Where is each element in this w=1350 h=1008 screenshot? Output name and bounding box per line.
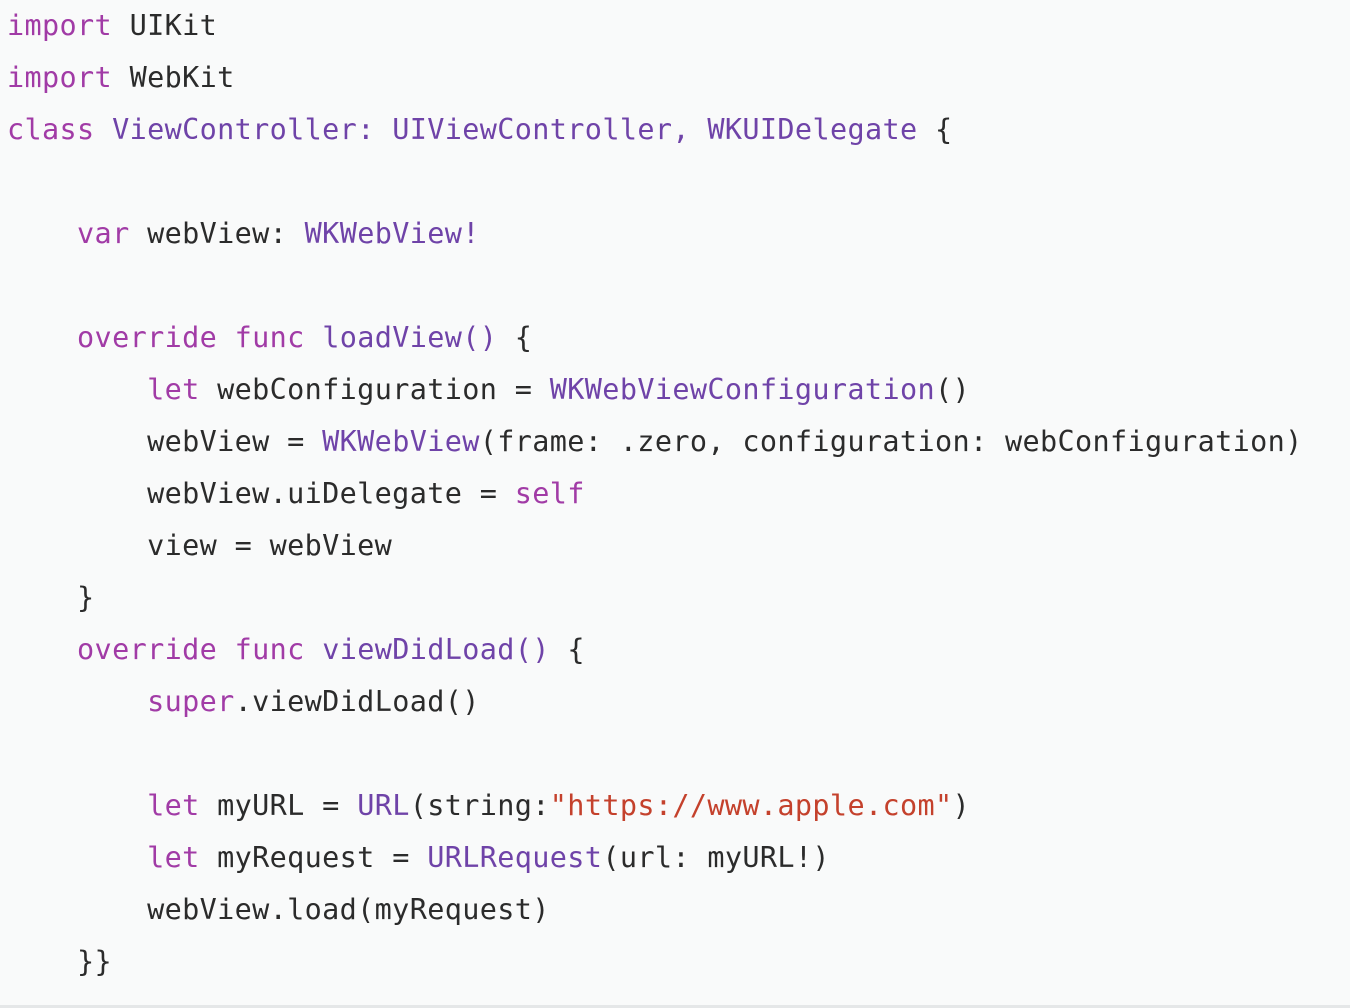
code-token-plain: ): [952, 789, 971, 822]
code-token-plain: webView:: [129, 217, 305, 250]
code-token-plain: webConfiguration =: [199, 373, 550, 406]
code-token-plain: [7, 685, 147, 718]
code-token-plain: (string:: [409, 789, 550, 822]
code-token-keyword: func: [234, 633, 305, 666]
code-token-plain: myRequest =: [199, 841, 428, 874]
code-token-keyword: let: [147, 373, 200, 406]
code-line: class ViewController: UIViewController, …: [7, 104, 1303, 156]
code-line: import UIKit: [7, 0, 1303, 52]
code-line: super.viewDidLoad(): [7, 676, 1303, 728]
code-token-keyword: override: [77, 633, 218, 666]
code-line: view = webView: [7, 520, 1303, 572]
code-token-plain: }: [7, 581, 95, 614]
code-token-plain: [305, 321, 323, 354]
code-token-plain: [7, 373, 147, 406]
code-token-type: URL: [357, 789, 410, 822]
code-token-plain: UIKit: [112, 9, 218, 42]
code-token-plain: (url: myURL!): [602, 841, 830, 874]
code-line: override func viewDidLoad() {: [7, 624, 1303, 676]
code-token-plain: {: [497, 321, 533, 354]
code-token-plain: view = webView: [7, 529, 393, 562]
code-token-type: ViewController: [112, 113, 358, 146]
code-token-plain: myURL =: [199, 789, 358, 822]
code-token-plain: (frame: .zero, configuration: webConfigu…: [479, 425, 1303, 458]
code-token-plain: [7, 841, 147, 874]
code-token-plain: .viewDidLoad(): [234, 685, 480, 718]
code-line: webView.uiDelegate = self: [7, 468, 1303, 520]
code-token-plain: (): [934, 373, 970, 406]
code-token-plain: [7, 633, 77, 666]
code-token-type: WKWebView: [322, 425, 480, 458]
code-line: import WebKit: [7, 52, 1303, 104]
code-token-keyword: let: [147, 789, 200, 822]
code-line: webView.load(myRequest): [7, 884, 1303, 936]
code-token-plain: WebKit: [112, 61, 235, 94]
code-line: override func loadView() {: [7, 312, 1303, 364]
code-token-type: viewDidLoad(): [322, 633, 550, 666]
code-line: [7, 260, 1303, 312]
code-token-keyword: override: [77, 321, 218, 354]
code-line: [7, 156, 1303, 208]
code-token-string: "https://www.apple.com": [549, 789, 953, 822]
code-token-plain: webView.uiDelegate =: [7, 477, 515, 510]
code-token-plain: [217, 321, 235, 354]
code-token-plain: [305, 633, 323, 666]
code-token-keyword: class: [7, 113, 95, 146]
code-token-plain: webView.load(myRequest): [7, 893, 550, 926]
code-line: [7, 728, 1303, 780]
code-token-plain: [217, 633, 235, 666]
code-token-plain: {: [917, 113, 953, 146]
code-line: }}: [7, 936, 1303, 988]
code-token-plain: {: [549, 633, 585, 666]
code-token-plain: [7, 789, 147, 822]
code-token-type: loadView(): [322, 321, 498, 354]
code-line: let webConfiguration = WKWebViewConfigur…: [7, 364, 1303, 416]
code-token-type: WKWebView!: [304, 217, 480, 250]
code-token-keyword: import: [7, 61, 113, 94]
code-line: let myRequest = URLRequest(url: myURL!): [7, 832, 1303, 884]
code-line: webView = WKWebView(frame: .zero, config…: [7, 416, 1303, 468]
code-token-type: WKUIDelegate: [707, 113, 918, 146]
code-token-keyword: self: [514, 477, 585, 510]
code-token-plain: [7, 217, 77, 250]
code-token-type: WKWebViewConfiguration: [549, 373, 935, 406]
code-line: var webView: WKWebView!: [7, 208, 1303, 260]
code-token-keyword: super: [147, 685, 235, 718]
code-line: let myURL = URL(string:"https://www.appl…: [7, 780, 1303, 832]
code-token-type: UIViewController: [392, 113, 673, 146]
code-token-plain: [7, 321, 77, 354]
code-token-keyword: let: [147, 841, 200, 874]
code-token-keyword: func: [234, 321, 305, 354]
code-token-type: URLRequest: [427, 841, 603, 874]
code-token-type: ,: [672, 113, 708, 146]
code-token-plain: }}: [7, 945, 113, 978]
code-token-type: :: [357, 113, 393, 146]
code-token-keyword: import: [7, 9, 113, 42]
code-token-plain: [95, 113, 113, 146]
code-line: }: [7, 572, 1303, 624]
code-token-keyword: var: [77, 217, 130, 250]
code-token-plain: webView =: [7, 425, 323, 458]
